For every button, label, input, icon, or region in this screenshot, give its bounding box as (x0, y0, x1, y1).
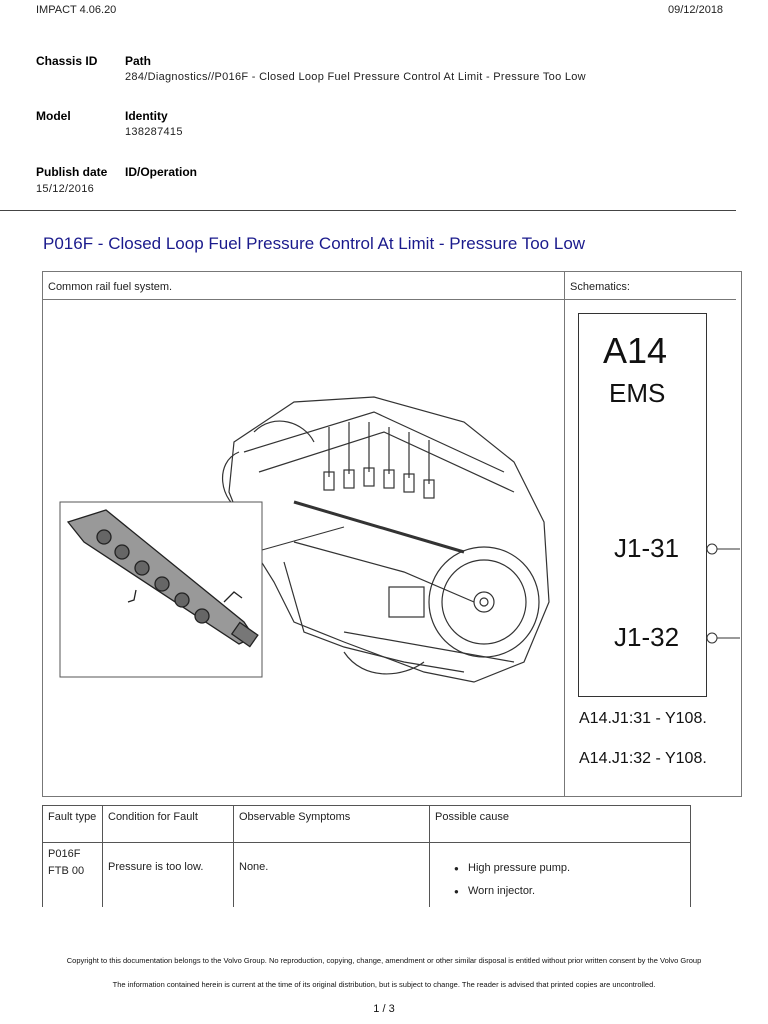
publish-date-value: 15/12/2016 (36, 183, 95, 195)
page-number: 1 / 3 (373, 1003, 395, 1015)
header-possible-cause: Possible cause (429, 805, 691, 843)
footer-copyright: Copyright to this documentation belongs … (66, 956, 702, 965)
list-item: High pressure pump. (452, 857, 685, 880)
identity-label: Identity (125, 109, 168, 123)
header-divider (0, 210, 736, 211)
schematic-module-name: EMS (609, 378, 666, 408)
figure-left-caption: Common rail fuel system. (48, 281, 173, 293)
cell-symptoms: None. (233, 842, 430, 907)
figure-header-divider (42, 299, 736, 300)
cell-possible-cause: High pressure pump. Worn injector. (429, 842, 691, 907)
fault-table: Fault type Condition for Fault Observabl… (42, 805, 691, 907)
possible-cause-list: High pressure pump. Worn injector. (452, 857, 685, 903)
cell-fault-type: P016F FTB 00 (42, 842, 103, 907)
print-date: 09/12/2018 (668, 4, 724, 16)
figure-box (42, 271, 742, 797)
id-operation-label: ID/Operation (125, 165, 198, 179)
header-condition: Condition for Fault (102, 805, 234, 843)
cell-condition: Pressure is too low. (102, 842, 234, 907)
footer-notice: The information contained herein is curr… (112, 980, 656, 989)
schematic-connection-2: A14.J1:32 - Y108. (579, 750, 707, 767)
schematic-pin-1: J1-31 (614, 533, 680, 563)
header-symptoms: Observable Symptoms (233, 805, 430, 843)
schematic-pin-wires (706, 543, 740, 644)
table-row: P016F FTB 00 Pressure is too low. None. … (42, 842, 691, 907)
header-fault-type: Fault type (42, 805, 103, 843)
page-title: P016F - Closed Loop Fuel Pressure Contro… (43, 234, 586, 253)
model-label: Model (36, 109, 71, 123)
schematic-module-id: A14 (603, 330, 668, 371)
figure-right-caption: Schematics: (570, 281, 630, 293)
list-item: Worn injector. (452, 880, 685, 903)
fault-table-header-row: Fault type Condition for Fault Observabl… (42, 805, 691, 843)
app-version: IMPACT 4.06.20 (36, 4, 117, 16)
schematic-connection-1: A14.J1:31 - Y108. (579, 710, 707, 727)
ems-module-box (578, 313, 707, 697)
chassis-id-label: Chassis ID (36, 54, 98, 68)
figure-column-divider (564, 271, 565, 797)
path-label: Path (125, 54, 152, 68)
schematic-pin-2: J1-32 (614, 622, 680, 652)
identity-value: 138287415 (125, 126, 183, 138)
path-value: 284/Diagnostics//P016F - Closed Loop Fue… (125, 71, 586, 83)
engine-illustration (59, 396, 550, 683)
publish-date-label: Publish date (36, 165, 108, 179)
